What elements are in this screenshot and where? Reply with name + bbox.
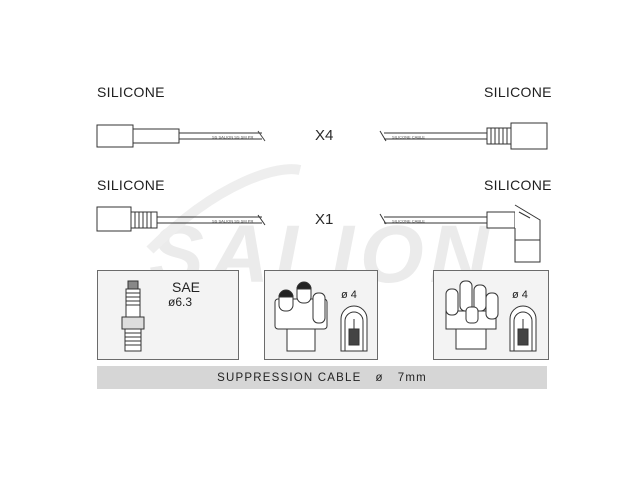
row1-cable-print-left: SS SALION SS SM PR — [212, 135, 253, 140]
row2-left-cable: SS SALION SS SM PR — [96, 206, 266, 232]
sae-label: SAE — [172, 279, 201, 295]
row1-multiplier: X4 — [315, 127, 334, 144]
distributor1-diameter: ø 4 — [341, 289, 357, 301]
distributor-panel-2: ø 4 — [433, 270, 549, 360]
cable-diameter-value: 7mm — [397, 371, 427, 384]
row2-multiplier: X1 — [315, 211, 334, 228]
row1-left-cable: SS SALION SS SM PR — [96, 124, 266, 148]
distributor2-diameter: ø 4 — [512, 289, 528, 301]
distributor-cap-icon-1 — [274, 281, 368, 352]
row2-cable-print-left: SS SALION SS SM PR — [212, 219, 253, 224]
row2-cable-print-right: SILICONE CABLE — [392, 219, 425, 224]
spark-plug-panel: SAE ø6.3 — [97, 270, 239, 360]
spark-plug-icon — [121, 280, 145, 352]
suppression-cable-bar: SUPPRESSION CABLE ø 7mm — [97, 366, 547, 389]
diameter-symbol: ø — [375, 371, 384, 384]
row2-right-label: SILICONE — [484, 177, 552, 193]
row1-right-label: SILICONE — [484, 84, 552, 100]
row2-right-cable: SILICONE CABLE — [379, 204, 541, 263]
row2-left-label: SILICONE — [97, 177, 165, 193]
suppression-cable-label: SUPPRESSION CABLE — [217, 371, 362, 384]
row1-left-label: SILICONE — [97, 84, 165, 100]
row1-cable-print-right: SILICONE CABLE — [392, 135, 425, 140]
row1-right-cable: SILICONE CABLE — [379, 122, 548, 150]
distributor-panel-1: ø 4 — [264, 270, 378, 360]
spark-plug-diameter: ø6.3 — [168, 295, 193, 309]
distributor-cap-icon-2 — [445, 280, 537, 352]
